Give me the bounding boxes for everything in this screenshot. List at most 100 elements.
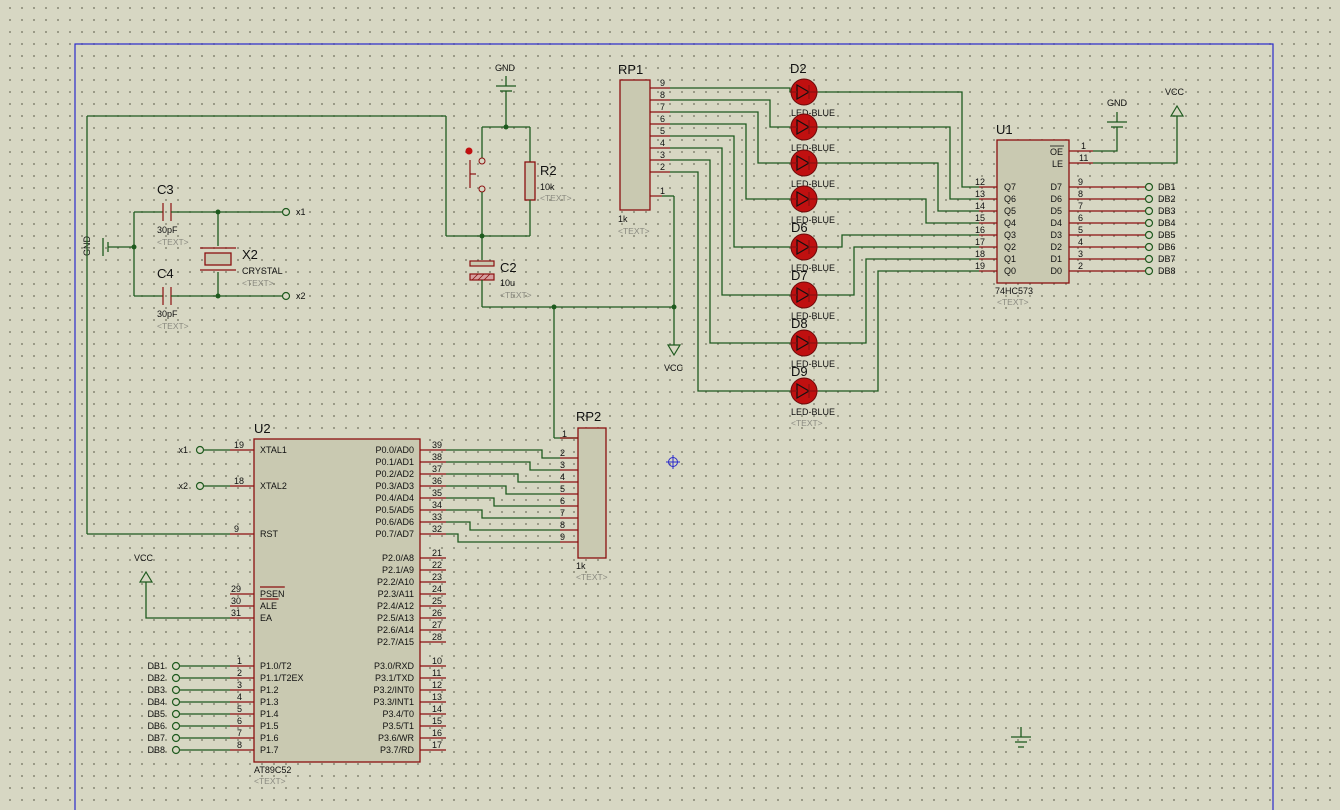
u1-pin-name: Q7: [1004, 182, 1016, 192]
u1-net-label: DB6: [1158, 242, 1176, 252]
resistor-r2[interactable]: R2 10k <TEXT>: [524, 127, 572, 236]
u2-pin-number: 22: [432, 560, 442, 570]
net-terminal[interactable]: [171, 673, 181, 683]
u2-pin-name: P3.7/RD: [380, 745, 415, 755]
net-terminal[interactable]: [1144, 230, 1154, 240]
rp1-pin-number: 4: [660, 138, 665, 148]
capacitor-c4[interactable]: C4 30pF <TEXT>: [157, 266, 189, 331]
vcc-left-label: VCC: [134, 553, 154, 563]
led-value: LED-BLUE: [791, 359, 835, 369]
net-terminal[interactable]: [171, 661, 181, 671]
vcc-arrow-mid-icon: [666, 307, 682, 357]
net-terminal[interactable]: [1144, 194, 1154, 204]
capacitor-c2[interactable]: C2 10u <TEXT>: [469, 236, 532, 307]
led-text: <TEXT>: [791, 418, 823, 428]
u1-pin-number: 2: [1078, 261, 1083, 271]
u1-pin-name: D2: [1050, 242, 1062, 252]
net-terminal[interactable]: [1144, 218, 1154, 228]
led-cathode-wire: [818, 234, 979, 248]
u1-pin-number: 3: [1078, 249, 1083, 259]
led-value: LED-BLUE: [791, 108, 835, 118]
led-4[interactable]: LED-BLUE: [790, 185, 835, 225]
u2-pin-number: 36: [432, 476, 442, 486]
u1-net-label: DB7: [1158, 254, 1176, 264]
u2-part: AT89C52: [254, 765, 291, 775]
rp2-pin-number: 7: [560, 508, 565, 518]
net-terminal[interactable]: [171, 745, 181, 755]
rp2-value: 1k: [576, 561, 586, 571]
u2-pin-name: P3.3/INT1: [373, 697, 414, 707]
x2-terminal[interactable]: [281, 291, 291, 301]
u2-pin-number: 1: [237, 656, 242, 666]
capacitor-c3[interactable]: C3 30pF <TEXT>: [157, 182, 189, 247]
led-value: LED-BLUE: [791, 263, 835, 273]
net-terminal[interactable]: [1144, 266, 1154, 276]
u2-pin-name: P1.6: [260, 733, 279, 743]
net-terminal[interactable]: [171, 685, 181, 695]
net-terminal[interactable]: [1144, 206, 1154, 216]
led-2[interactable]: LED-BLUE: [790, 113, 835, 153]
u1-oe-pin: 1: [1081, 141, 1086, 151]
cursor-crosshair-icon: [666, 455, 680, 469]
x1-terminal[interactable]: [281, 207, 291, 217]
x2-ref: X2: [242, 247, 258, 262]
u2-pin-name: P0.6/AD6: [375, 517, 414, 527]
reset-pushbutton[interactable]: [465, 127, 486, 236]
net-terminal[interactable]: [1144, 242, 1154, 252]
led-cathode-wire: [818, 258, 979, 344]
u2-pin-number: 30: [231, 596, 241, 606]
net-terminal[interactable]: [171, 733, 181, 743]
net-terminal[interactable]: [171, 709, 181, 719]
led-7[interactable]: LED-BLUE: [790, 329, 835, 369]
net-terminal[interactable]: [195, 445, 205, 455]
led-cathode-wire: [818, 162, 979, 212]
rp2-pin-number: 8: [560, 520, 565, 530]
p0-bus-wire: [446, 521, 560, 531]
u2-pin-name: EA: [260, 613, 272, 623]
u2-pin-number: 19: [234, 440, 244, 450]
u2-pin-name: P3.1/TXD: [375, 673, 415, 683]
u1-pin-number: 18: [975, 249, 985, 259]
u1-net-label: DB1: [1158, 182, 1176, 192]
led-ref: D7: [791, 268, 808, 283]
u2-pin-name: P2.7/A15: [377, 637, 414, 647]
net-terminal[interactable]: [1144, 182, 1154, 192]
led-anode-wire: [670, 159, 790, 344]
crystal-x2[interactable]: X2 CRYSTAL <TEXT>: [200, 212, 283, 296]
u2-pin-name: P2.2/A10: [377, 577, 414, 587]
net-terminal[interactable]: [171, 721, 181, 731]
u1-pin-number: 6: [1078, 213, 1083, 223]
u1-pin-name: Q4: [1004, 218, 1016, 228]
u1-net-label: DB8: [1158, 266, 1176, 276]
u2-pin-name: P2.1/A9: [382, 565, 414, 575]
u2-pin-name: RST: [260, 529, 279, 539]
rp2-pin-number: 2: [560, 448, 565, 458]
c4-text: <TEXT>: [157, 321, 189, 331]
led-6[interactable]: LED-BLUE: [790, 281, 835, 321]
u2-pin-name: P1.5: [260, 721, 279, 731]
led-1[interactable]: LED-BLUE: [790, 78, 835, 118]
net-terminal[interactable]: [195, 481, 205, 491]
u1-net-label: DB4: [1158, 218, 1176, 228]
u2-pin-name: P2.3/A11: [378, 589, 414, 599]
rp2-pin-number: 9: [560, 532, 565, 542]
u2-pin-name: P0.0/AD0: [375, 445, 414, 455]
led-5[interactable]: LED-BLUE: [790, 233, 835, 273]
u2-pin-number: 27: [432, 620, 442, 630]
led-ref: D6: [791, 220, 808, 235]
u2-pin-number: 9: [234, 524, 239, 534]
rp1-pin-number: 9: [660, 78, 665, 88]
u1-pin-number: 13: [975, 189, 985, 199]
led-8[interactable]: LED-BLUE: [790, 377, 835, 417]
net-terminal[interactable]: [171, 697, 181, 707]
led-anode-wire: [670, 87, 791, 92]
led-3[interactable]: LED-BLUE: [790, 149, 835, 189]
net-terminal[interactable]: [1144, 254, 1154, 264]
u2-pin-name: PSEN: [260, 589, 285, 599]
u2-pin-number: 11: [432, 668, 441, 678]
